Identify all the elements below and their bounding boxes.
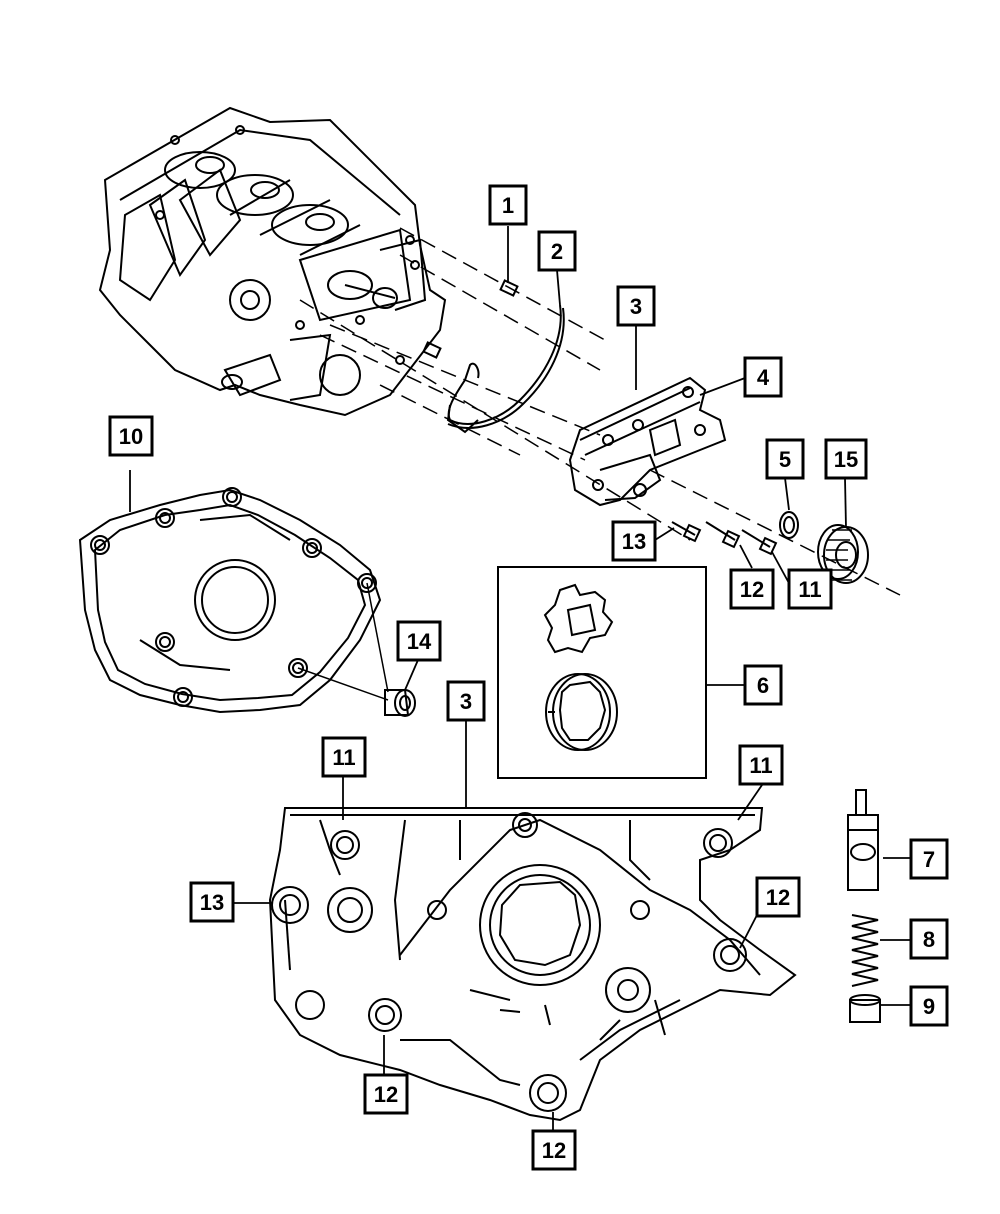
callout-number: 12 [766,885,790,910]
callout-box [743,664,783,706]
pump-o-ring-illustration [446,304,565,434]
callout-box [446,680,486,722]
callout-c-3b: 3 [446,680,486,722]
bolts-small [671,521,778,556]
crankshaft-sprocket [817,524,869,584]
callout-box [616,285,656,327]
callout-c-14: 14 [396,620,442,662]
callout-box [363,1073,409,1115]
callout-c-1: 1 [488,184,528,226]
callout-c-11b: 11 [738,744,784,786]
engine-block-illustration [98,106,447,417]
callout-box [321,736,367,778]
callout-box [755,876,801,918]
cover-screw [297,582,416,717]
callout-number: 1 [502,193,514,218]
callout-box [824,438,868,480]
callout-number: 8 [923,927,935,952]
callout-number: 12 [740,577,764,602]
callout-number: 13 [200,890,224,915]
callout-number: 7 [923,847,935,872]
callout-c-4: 4 [743,356,783,398]
callout-number: 3 [460,689,472,714]
callout-box [765,438,805,480]
callout-c-3a: 3 [616,285,656,327]
callout-number: 3 [630,294,642,319]
oil-pump-assembly-small [568,376,727,507]
pump-cover-gasket [78,487,382,714]
callout-c-12c: 12 [363,1073,409,1115]
callout-c-10: 10 [108,415,154,457]
callout-box [396,620,442,662]
callout-number: 12 [542,1138,566,1163]
callout-number: 11 [332,745,355,770]
callout-c-12b: 12 [755,876,801,918]
callout-box [189,881,235,923]
callout-number: 11 [798,577,821,602]
callout-c-11c: 11 [321,736,367,778]
callout-number: 10 [119,424,143,449]
callout-number: 2 [551,239,563,264]
callout-number: 6 [757,673,769,698]
callout-box [909,918,949,960]
oil-pump-body-large [268,807,797,1122]
relief-valve-retainer [849,994,881,1023]
callout-c-9: 9 [909,985,949,1027]
callout-c-2: 2 [537,230,577,272]
dowel-pin [422,279,519,359]
callout-box [537,230,577,272]
oil-seal [779,511,799,539]
leader-lines [129,226,910,1130]
callout-box [909,838,949,880]
callout-c-11a: 11 [787,568,833,610]
rotor-set-box [497,566,707,779]
callout-number: 4 [757,365,770,390]
callout-number: 11 [749,753,772,778]
alignment-lines [299,227,901,596]
callout-box [729,568,775,610]
callout-c-13b: 13 [189,881,235,923]
callout-box [787,568,833,610]
callout-number: 5 [779,447,791,472]
callout-box [611,520,657,562]
callout-c-5: 5 [765,438,805,480]
callout-box [488,184,528,226]
callout-box [738,744,784,786]
callout-c-15: 15 [824,438,868,480]
callout-box [743,356,783,398]
callout-box [909,985,949,1027]
callout-c-7: 7 [909,838,949,880]
callout-number: 14 [407,629,432,654]
callout-c-12a: 12 [729,568,775,610]
relief-valve-plunger [847,789,879,891]
callout-c-8: 8 [909,918,949,960]
callout-number: 15 [834,447,858,472]
callout-c-13a: 13 [611,520,657,562]
callout-c-6: 6 [743,664,783,706]
callout-number: 9 [923,994,935,1019]
callout-c-12d: 12 [531,1129,577,1171]
callout-box [531,1129,577,1171]
callout-number: 13 [622,529,646,554]
relief-valve-spring [851,914,879,987]
callout-number: 12 [374,1082,398,1107]
callout-box [108,415,154,457]
